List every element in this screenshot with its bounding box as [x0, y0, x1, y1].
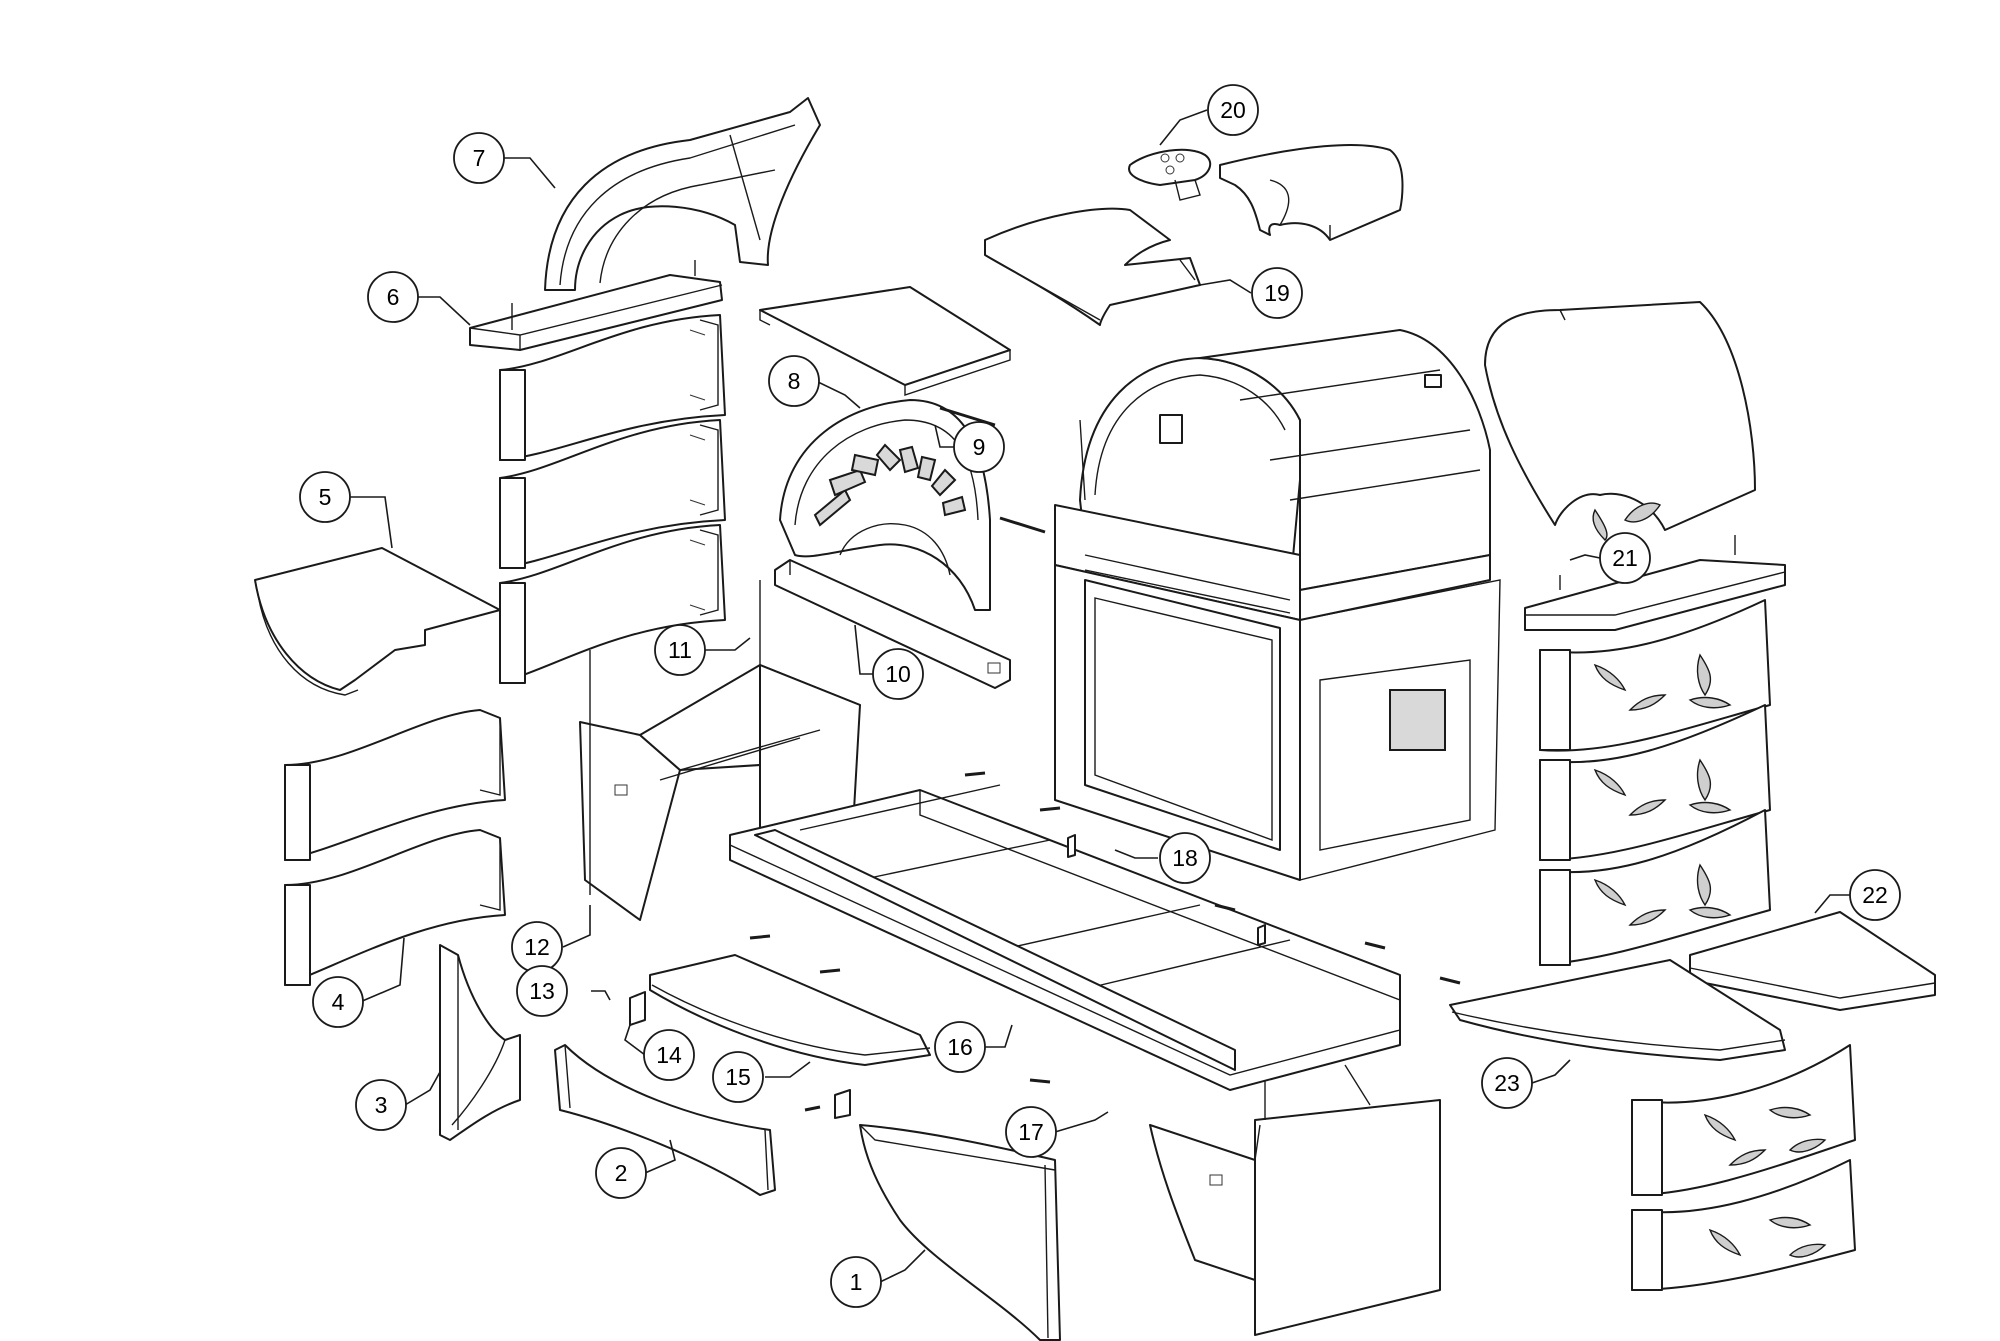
svg-text:2: 2	[615, 1160, 628, 1186]
callout-16: 16	[934, 1021, 986, 1073]
part-15-front-hearth	[649, 954, 931, 1066]
callout-4: 4	[312, 976, 364, 1028]
callout-10: 10	[872, 648, 924, 700]
svg-text:4: 4	[332, 989, 345, 1015]
part-6-mantle-cap	[469, 260, 723, 351]
part-10-lintel	[774, 559, 1011, 689]
svg-text:5: 5	[319, 484, 332, 510]
hardware-screws	[629, 771, 1501, 1119]
part-16-base-frame	[729, 784, 1401, 1091]
callout-11: 11	[654, 624, 706, 676]
part-23-hearth-slab	[1449, 959, 1786, 1061]
part-20-top-plate	[1128, 148, 1212, 201]
part-19-crown-right	[1219, 144, 1404, 241]
svg-text:16: 16	[947, 1034, 973, 1060]
svg-text:23: 23	[1494, 1070, 1520, 1096]
left-stone-middle	[499, 419, 726, 569]
svg-text:13: 13	[529, 978, 555, 1004]
svg-text:7: 7	[473, 145, 486, 171]
right-column-stones	[1539, 599, 1771, 966]
part-3-left-corner-panel	[439, 944, 521, 1141]
leader-lines	[345, 109, 1850, 1283]
callout-1: 1	[830, 1256, 882, 1308]
callout-9: 9	[953, 421, 1005, 473]
part-8-sunburst-arch	[779, 399, 991, 611]
callout-8: 8	[768, 355, 820, 407]
svg-text:1: 1	[850, 1269, 863, 1295]
svg-text:17: 17	[1018, 1119, 1044, 1145]
right-arch-surround	[1484, 301, 1756, 541]
right-inner-frame	[1149, 1064, 1441, 1336]
left-leg-stone-lower	[284, 829, 506, 986]
part-1-front-corner-panel	[859, 1124, 1061, 1341]
part-4-left-leg-stones	[284, 709, 506, 986]
sunburst-rays	[813, 443, 967, 527]
svg-text:3: 3	[375, 1092, 388, 1118]
right-leg-stone-upper	[1631, 1044, 1856, 1196]
svg-text:20: 20	[1220, 97, 1246, 123]
callout-13: 13	[516, 965, 568, 1017]
callout-20: 20	[1207, 84, 1259, 136]
callout-7: 7	[453, 132, 505, 184]
part-7-arch-crown	[544, 97, 821, 291]
svg-text:21: 21	[1612, 545, 1638, 571]
svg-text:19: 19	[1264, 280, 1290, 306]
svg-text:22: 22	[1862, 882, 1888, 908]
right-stone-upper	[1539, 599, 1771, 752]
callout-18: 18	[1159, 832, 1211, 884]
callout-12: 12	[511, 921, 563, 973]
right-leg-stone-lower	[1631, 1159, 1856, 1291]
callout-5: 5	[299, 471, 351, 523]
svg-text:8: 8	[788, 368, 801, 394]
callout-22: 22	[1849, 869, 1901, 921]
callout-21: 21	[1599, 532, 1651, 584]
right-stone-middle	[1539, 704, 1771, 861]
svg-text:6: 6	[387, 284, 400, 310]
svg-text:11: 11	[668, 637, 692, 663]
fireplace-main-unit	[1054, 329, 1501, 881]
part-19-crown-left	[984, 207, 1201, 326]
right-leg-stones	[1631, 1044, 1856, 1291]
left-stone-upper	[499, 314, 726, 461]
right-stone-lower	[1539, 809, 1771, 966]
callout-6: 6	[367, 271, 419, 323]
part-2-front-skirt	[554, 1044, 776, 1196]
part-5-left-hearth-slab	[254, 547, 501, 696]
callout-15: 15	[712, 1051, 764, 1103]
callout-19: 19	[1251, 267, 1303, 319]
callout-23: 23	[1481, 1057, 1533, 1109]
left-stone-lower	[499, 524, 726, 684]
left-column-stones	[499, 314, 726, 684]
top-plate-center	[759, 286, 1011, 396]
callout-14: 14	[643, 1029, 695, 1081]
svg-text:10: 10	[885, 661, 911, 687]
svg-text:14: 14	[656, 1042, 682, 1068]
left-leg-stone-upper	[284, 709, 506, 861]
callout-3: 3	[355, 1079, 407, 1131]
svg-text:18: 18	[1172, 845, 1198, 871]
callout-2: 2	[595, 1147, 647, 1199]
svg-text:15: 15	[725, 1064, 751, 1090]
callout-17: 17	[1005, 1106, 1057, 1158]
svg-text:12: 12	[524, 934, 550, 960]
part-21-right-mantle-cap	[1524, 535, 1786, 631]
svg-text:9: 9	[973, 434, 986, 460]
